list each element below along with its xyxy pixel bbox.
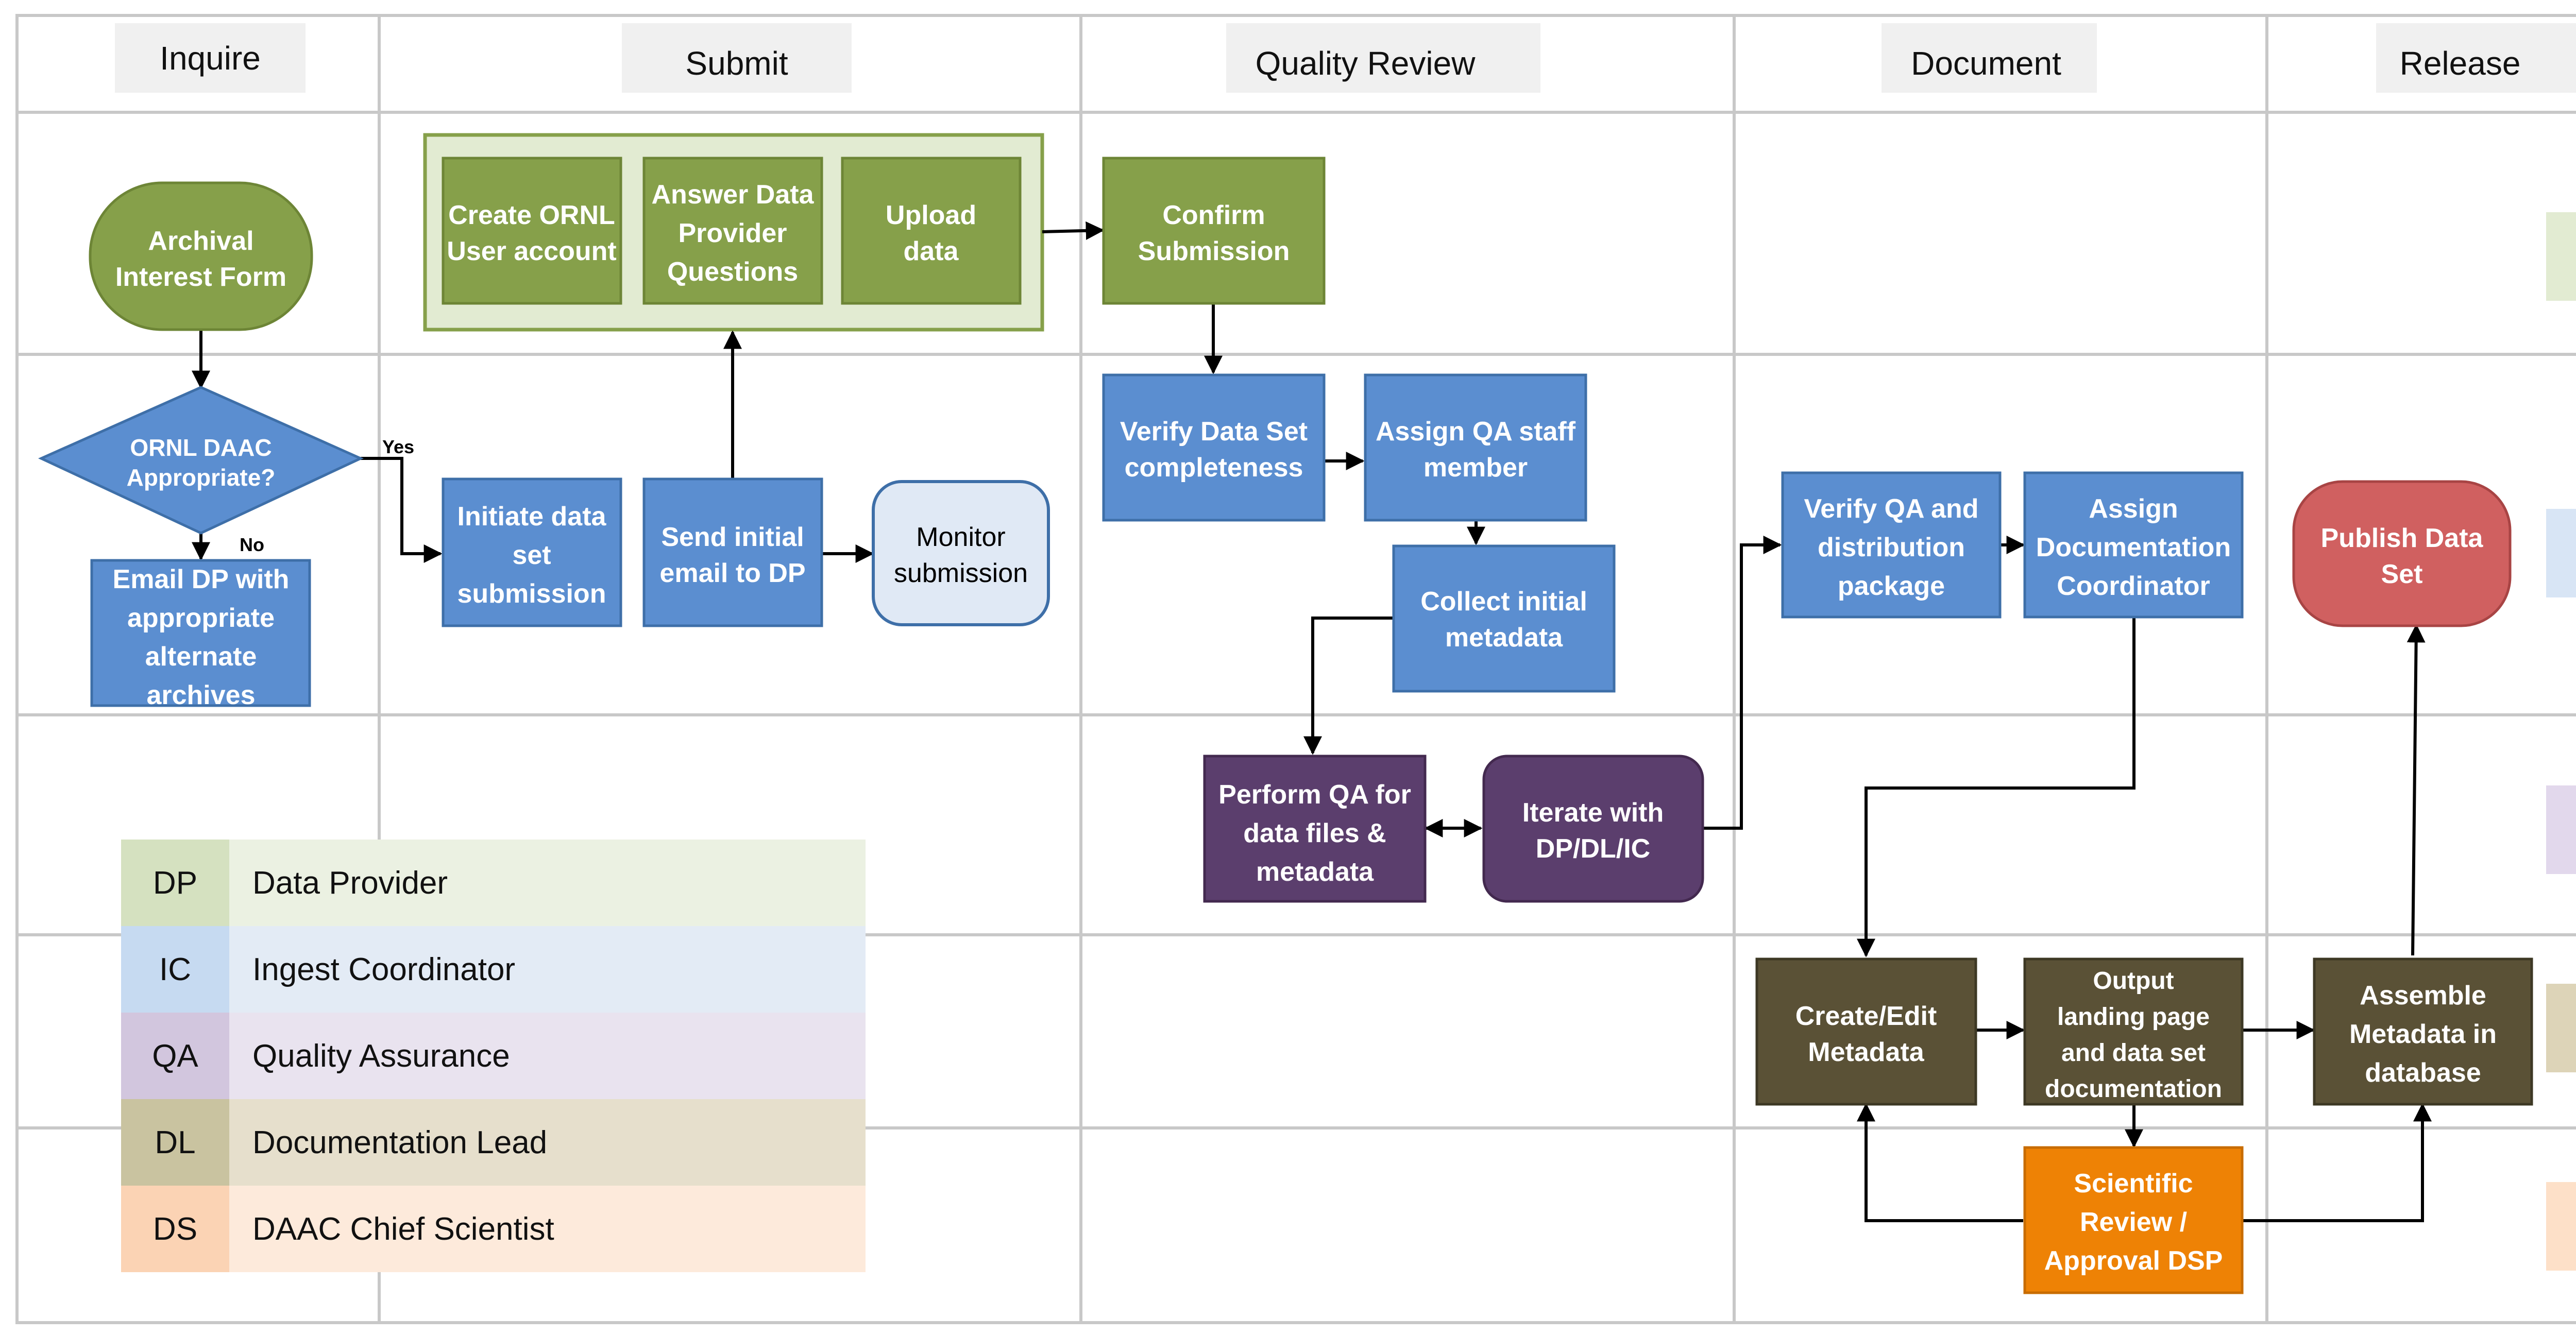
legend-code-ic: IC: [159, 952, 191, 987]
edge-label-yes: Yes: [382, 436, 414, 457]
row-labels: DP IC QA DL DS: [2546, 212, 2576, 1271]
header-document: Document: [1911, 45, 2061, 82]
legend-code-dp: DP: [153, 865, 197, 901]
legend-name-qa: Quality Assurance: [252, 1038, 510, 1074]
column-headers: Inquire Submit Quality Review Document R…: [115, 23, 2576, 93]
legend-name-dp: Data Provider: [252, 865, 448, 901]
legend: DP Data Provider IC Ingest Coordinator Q…: [121, 840, 866, 1272]
legend-code-ds: DS: [153, 1211, 197, 1247]
connectors: [192, 221, 2432, 1222]
swimlane-grid: [15, 14, 2576, 1324]
legend-code-qa: QA: [152, 1038, 198, 1074]
legend-name-ic: Ingest Coordinator: [252, 952, 515, 987]
header-release: Release: [2400, 45, 2521, 82]
legend-code-dl: DL: [155, 1125, 195, 1160]
legend-name-dl: Documentation Lead: [252, 1125, 547, 1160]
header-quality-review: Quality Review: [1256, 45, 1476, 82]
header-submit: Submit: [685, 45, 788, 82]
legend-name-ds: DAAC Chief Scientist: [252, 1211, 554, 1247]
header-inquire: Inquire: [160, 40, 261, 77]
edge-label-no: No: [240, 534, 264, 555]
